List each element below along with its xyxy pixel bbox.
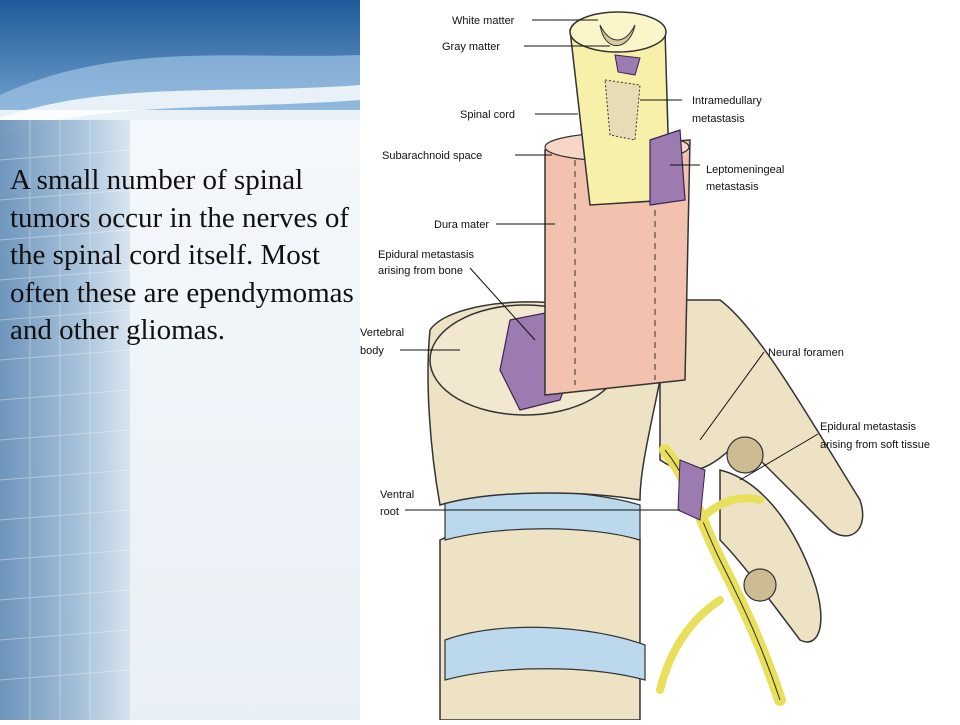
label-neural-foramen: Neural foramen — [768, 347, 844, 359]
label-epidural-bone-1: Epidural metastasis — [378, 249, 474, 261]
label-intramedullary-1: Intramedullary — [692, 95, 762, 107]
label-gray-matter: Gray matter — [442, 41, 500, 53]
label-white-matter: White matter — [452, 15, 515, 27]
spine-illustration: White matter Gray matter Spinal cord Int… — [360, 11, 930, 721]
label-leptomeningeal-1: Leptomeningeal — [706, 164, 784, 176]
label-epidural-bone-2: arising from bone — [378, 265, 463, 277]
slide-body-text: A small number of spinal tumors occur in… — [10, 164, 354, 346]
posterior-elements — [659, 299, 864, 643]
label-leptomeningeal-2: metastasis — [706, 181, 759, 193]
leader-lines — [400, 19, 819, 511]
label-epidural-soft-2: arising from soft tissue — [820, 439, 930, 451]
spinal-nerves — [656, 444, 786, 706]
label-ventral-2: root — [380, 506, 399, 518]
diagram-labels: White matter Gray matter Spinal cord Int… — [360, 15, 930, 518]
spinal-anatomy-diagram: White matter Gray matter Spinal cord Int… — [360, 0, 960, 721]
label-intramedullary-2: metastasis — [692, 113, 745, 125]
label-ventral-1: Ventral — [380, 489, 414, 501]
label-epidural-soft-1: Epidural metastasis — [820, 421, 916, 433]
label-vertebral-1: Vertebral — [360, 327, 404, 339]
label-dura-mater: Dura mater — [434, 219, 489, 231]
building-background-graphic — [0, 0, 360, 720]
label-vertebral-2: body — [360, 345, 384, 357]
spinal-cord — [569, 11, 686, 206]
lower-vertebra — [439, 490, 646, 721]
label-spinal-cord: Spinal cord — [460, 109, 515, 121]
label-subarachnoid-space: Subarachnoid space — [382, 150, 482, 162]
slide-background-panel: A small number of spinal tumors occur in… — [0, 0, 360, 720]
